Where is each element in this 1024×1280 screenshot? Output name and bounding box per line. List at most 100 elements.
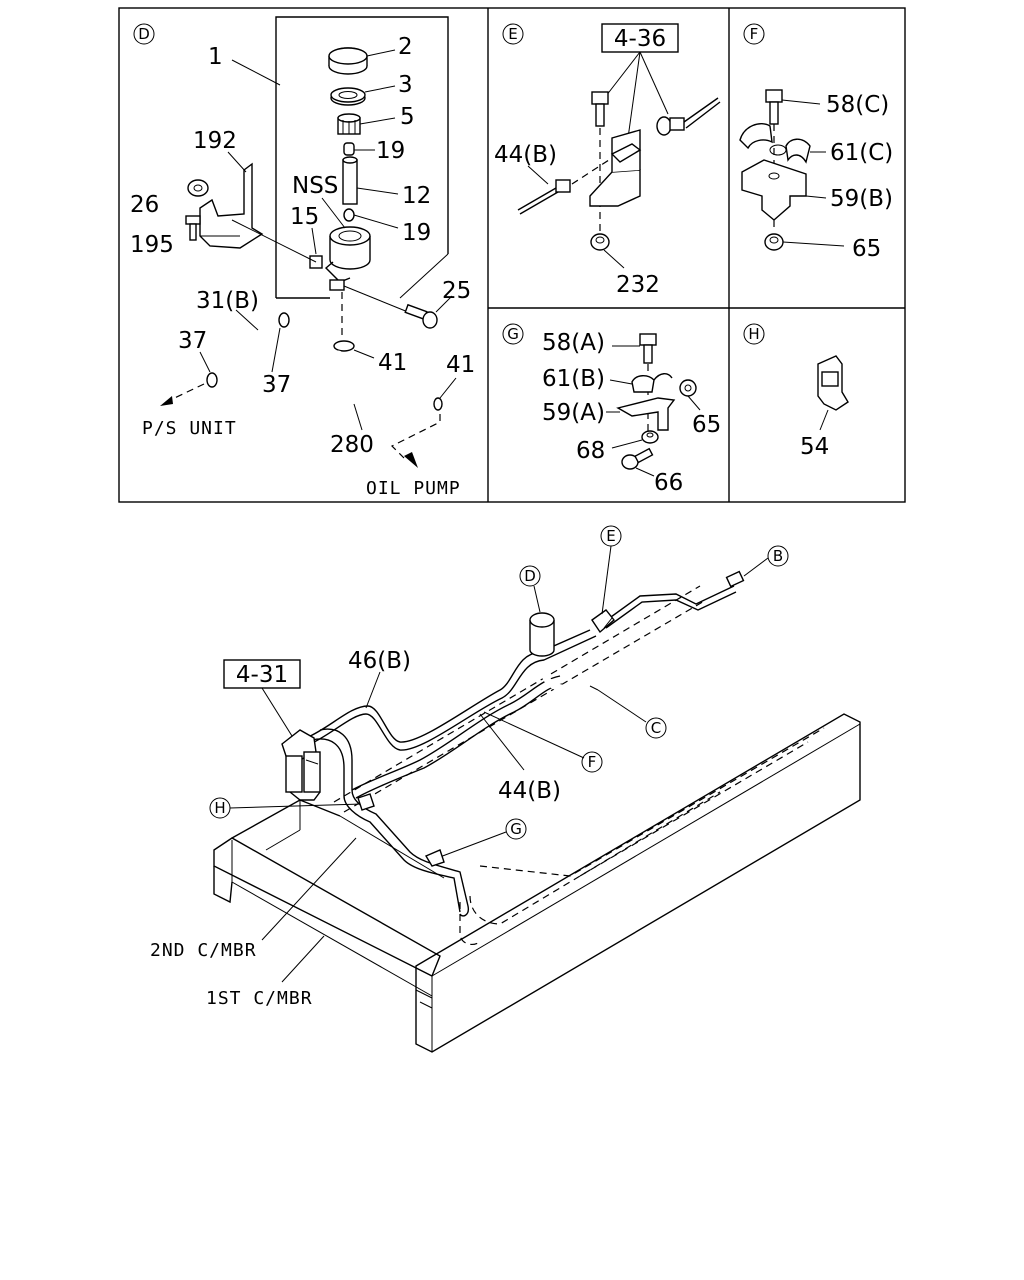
clamp-61b-icon: [631, 373, 673, 393]
callout-d: D: [519, 565, 541, 613]
label-main-46b: 46(B): [348, 648, 411, 674]
panel-f: F 58(C) 61(C) 59(B) 65: [739, 23, 893, 262]
panel-h: H 54: [743, 323, 849, 460]
callout-h: H: [209, 793, 375, 819]
detail-panels-frame: [118, 7, 906, 503]
ref-4-31: 4-31: [236, 662, 288, 688]
label-61c: 61(C): [830, 140, 893, 166]
hose-280-icon: [332, 350, 430, 410]
callout-e-letter: E: [606, 527, 615, 545]
clip-54-icon: [817, 355, 849, 411]
label-61b: 61(B): [542, 366, 605, 392]
callout-h-letter: H: [214, 799, 225, 817]
nut-65-icon: [764, 233, 784, 251]
nut-232-icon: [590, 233, 610, 251]
bolt-25-icon: [404, 303, 438, 329]
label-2nd-cross-member: 2ND C/MBR: [150, 940, 257, 961]
label-59b: 59(B): [830, 186, 893, 212]
clamp-61c-icon: [739, 122, 811, 164]
callout-f: F: [483, 711, 603, 773]
label-37-right: 37: [262, 372, 291, 398]
label-232: 232: [616, 272, 660, 298]
label-68: 68: [576, 438, 605, 464]
callout-e: E: [600, 525, 622, 615]
seal-ring-icon: [330, 87, 366, 106]
label-26: 26: [130, 192, 159, 218]
reservoir-subbox: [275, 16, 449, 298]
fitting-e-main-icon: [591, 609, 615, 634]
label-58a: 58(A): [542, 330, 605, 356]
pipe-routing: [305, 585, 737, 917]
label-f-65: 65: [852, 236, 881, 262]
bracket-59a-icon: [616, 397, 676, 431]
clamp-41-icon: [333, 340, 355, 352]
pipe-icon: [342, 156, 358, 205]
ps-unit-arrow: [160, 383, 205, 406]
fitting-b-main-icon: [725, 570, 745, 588]
washer-68-icon: [641, 430, 659, 444]
spring-icon: [343, 142, 355, 156]
callout-b-letter: B: [773, 547, 783, 565]
label-41-left: 41: [378, 350, 407, 376]
label-25: 25: [442, 278, 471, 304]
label-192: 192: [193, 128, 237, 154]
label-54: 54: [800, 434, 829, 460]
cross-members: [213, 799, 445, 997]
label-5: 5: [400, 104, 415, 130]
reservoir-body-icon: [324, 226, 371, 291]
label-main-44b: 44(B): [498, 778, 561, 804]
label-66: 66: [654, 470, 683, 496]
strainer-icon: [337, 113, 361, 135]
bolt-58c-icon: [765, 89, 783, 125]
nut-g-65-icon: [679, 379, 697, 397]
label-12: 12: [402, 183, 431, 209]
label-3: 3: [398, 72, 413, 98]
panel-e-letter: E: [508, 25, 517, 43]
nut-26-icon: [187, 179, 209, 197]
panel-f-marker: [743, 23, 765, 45]
hose-31b-icon: [222, 312, 290, 376]
label-1: 1: [208, 44, 223, 70]
bolt-e-icon: [591, 91, 609, 127]
callout-d-letter: D: [524, 567, 536, 585]
reservoir-main-icon: [529, 612, 599, 693]
label-37-left: 37: [178, 328, 207, 354]
bracket-59b-icon: [741, 159, 807, 221]
label-59a: 59(A): [542, 400, 605, 426]
label-41-right: 41: [446, 352, 475, 378]
callout-b: B: [743, 545, 789, 577]
ref-4-36: 4-36: [614, 26, 666, 52]
bolt-195-icon: [185, 215, 201, 241]
clamp-37-left-icon: [206, 372, 218, 388]
panel-f-letter: F: [750, 25, 759, 43]
bolt-66-icon: [621, 447, 654, 470]
clamp-41-right-icon: [433, 397, 443, 411]
panel-d-marker: [133, 23, 155, 45]
label-19-lower: 19: [402, 220, 431, 246]
panel-g: G 58(A) 61(B) 59(A) 65 68: [502, 323, 721, 496]
reservoir-cap-icon: [328, 47, 368, 75]
panel-d-letter: D: [138, 25, 150, 43]
pump-4-31-icon: [281, 729, 321, 801]
label-2: 2: [398, 34, 413, 60]
label-19-upper: 19: [376, 138, 405, 164]
oil-pump-label: OIL PUMP: [366, 478, 461, 499]
bolt-58a-icon: [639, 333, 657, 364]
callout-c-letter: C: [651, 719, 661, 737]
bracket-192-icon: [199, 162, 264, 249]
label-280: 280: [330, 432, 374, 458]
callout-g-letter: G: [510, 820, 522, 838]
label-195: 195: [130, 232, 174, 258]
label-31b: 31(B): [196, 288, 259, 314]
frame-rail: [415, 713, 861, 1053]
panel-e: E 4-36: [494, 23, 721, 298]
callout-c: C: [597, 689, 667, 739]
label-1st-cross-member: 1ST C/MBR: [206, 988, 313, 1009]
label-15: 15: [290, 204, 319, 230]
ps-unit-label: P/S UNIT: [142, 418, 237, 439]
label-g-65: 65: [692, 412, 721, 438]
oil-pump-arrow: [390, 414, 441, 468]
label-58c: 58(C): [826, 92, 889, 118]
panel-e-marker: [502, 23, 524, 45]
